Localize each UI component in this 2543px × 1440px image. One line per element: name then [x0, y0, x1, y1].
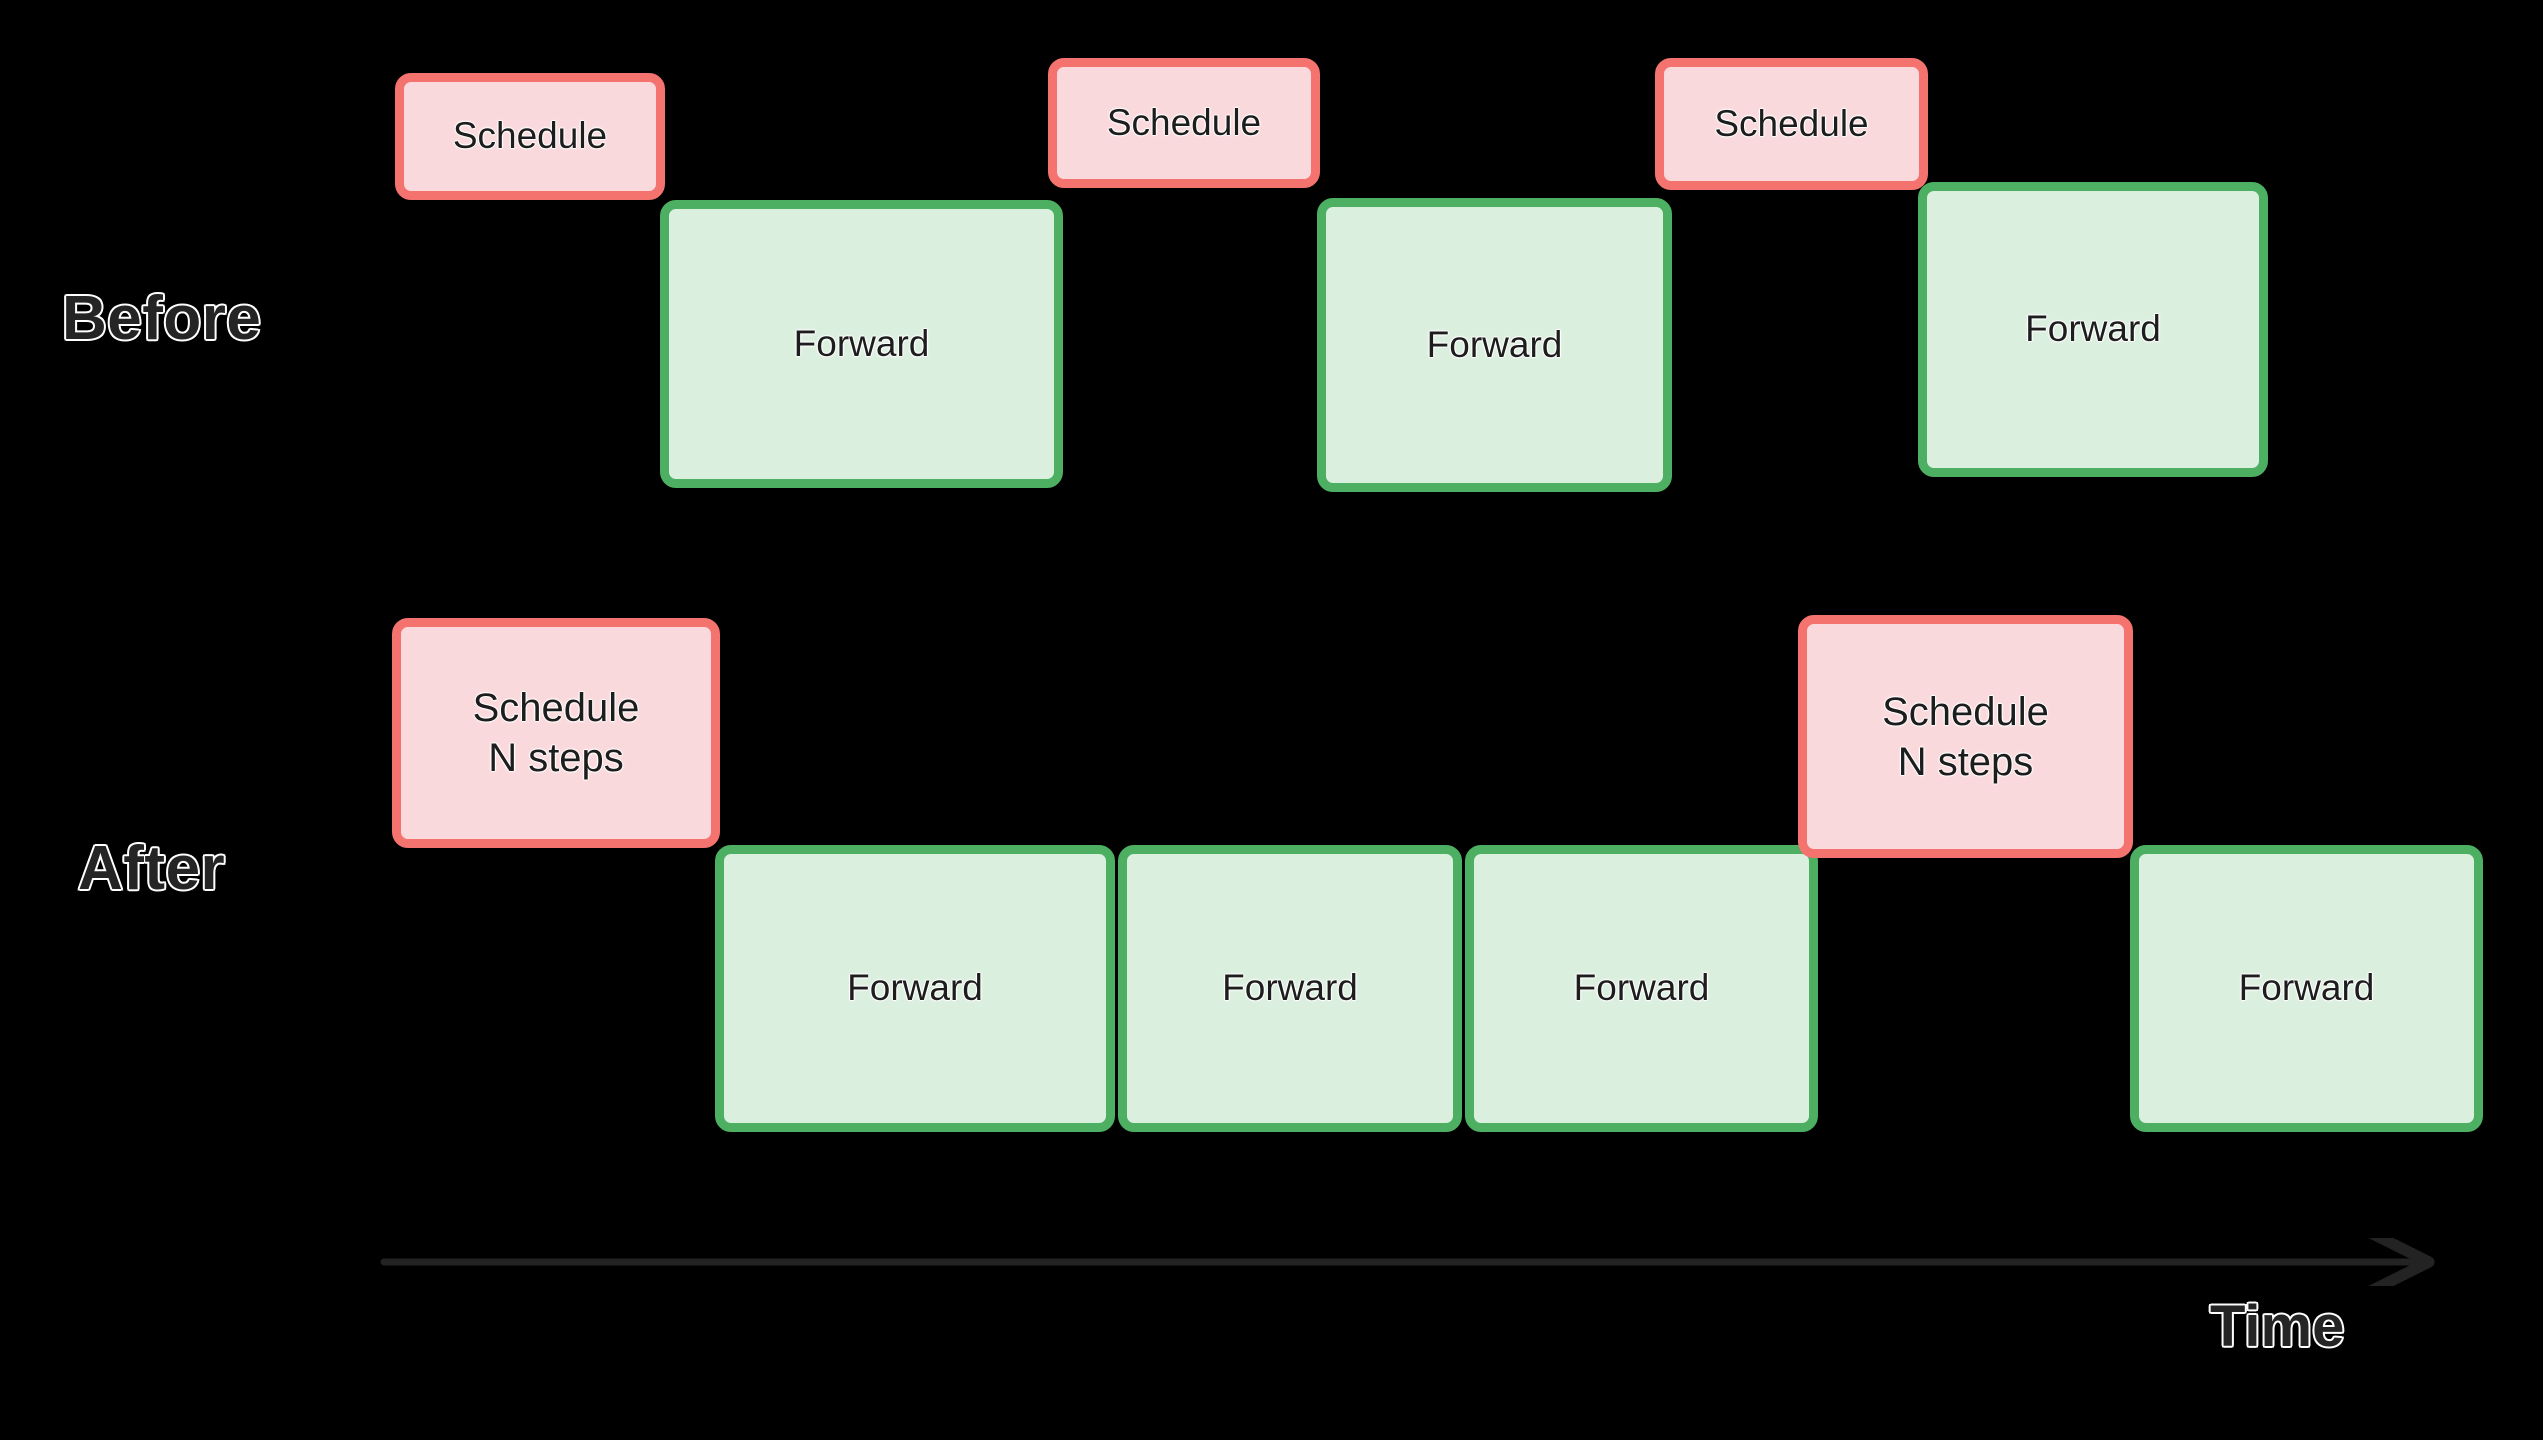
after-schedule-block-1: Schedule N steps [392, 618, 720, 848]
after-forward-block-3: Forward [1465, 845, 1818, 1132]
before-forward-block-3: Forward [1918, 182, 2268, 477]
before-schedule-block-2: Schedule [1048, 58, 1320, 188]
before-forward-block-1: Forward [660, 200, 1063, 488]
row-label-after: After [76, 834, 226, 903]
before-schedule-block-1: Schedule [395, 73, 665, 200]
time-axis-label: Time [2208, 1294, 2345, 1359]
before-schedule-block-3: Schedule [1655, 58, 1928, 190]
time-axis [380, 1238, 2435, 1286]
after-schedule-block-2: Schedule N steps [1798, 615, 2133, 858]
after-forward-block-1: Forward [715, 845, 1115, 1132]
before-forward-block-2: Forward [1317, 198, 1672, 492]
row-label-before: Before [60, 284, 262, 353]
after-forward-block-2: Forward [1118, 845, 1462, 1132]
after-forward-block-4: Forward [2130, 845, 2483, 1132]
